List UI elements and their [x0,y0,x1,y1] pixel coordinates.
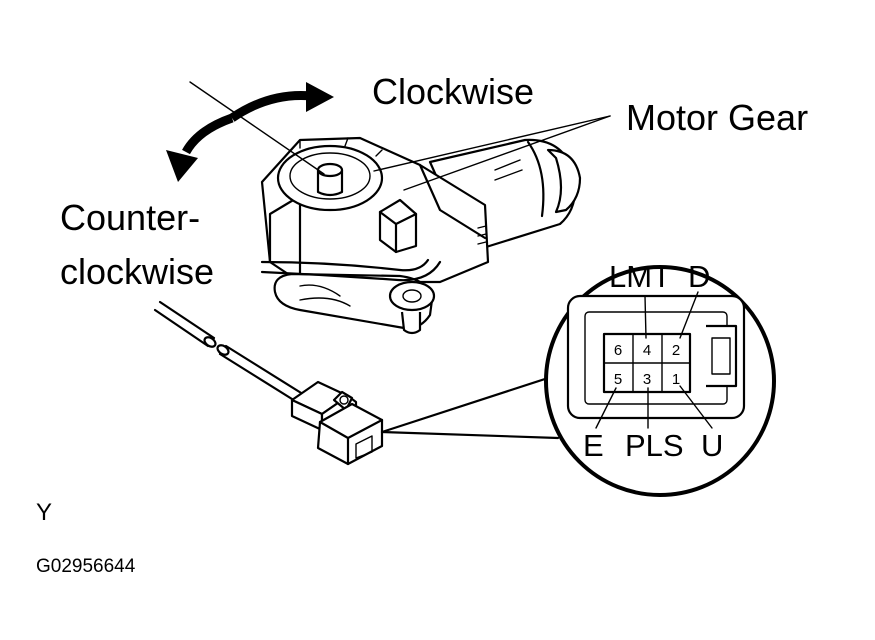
figure-reference-letter: Y [36,499,52,526]
pin-label-e: E [583,428,604,463]
pin-label-u: U [701,428,723,463]
pin-number-6: 6 [614,342,622,359]
clockwise-arrow [229,82,334,122]
connector-detail-view [544,265,776,497]
pin-label-lmt: LMT [609,259,671,294]
figure-code: G02956644 [36,556,136,577]
counterclockwise-arrow [166,113,234,182]
counterclockwise-label-line2: clockwise [60,251,214,292]
pin-label-pls: PLS [625,428,684,463]
clockwise-label: Clockwise [372,71,534,112]
motor-gear-label: Motor Gear [626,97,808,138]
callout-lines [380,376,560,440]
leader-lines [189,81,611,191]
pin-number-2: 2 [672,342,680,359]
pin-number-5: 5 [614,371,622,388]
pin-number-1: 1 [672,371,680,388]
pin-number-4: 4 [643,342,651,359]
pin-label-d: D [688,259,710,294]
window-motor [260,136,582,335]
pin-number-3: 3 [643,371,651,388]
harness-connector [290,380,384,466]
counterclockwise-label-line1: Counter- [60,197,200,238]
wire-harness [153,300,308,406]
